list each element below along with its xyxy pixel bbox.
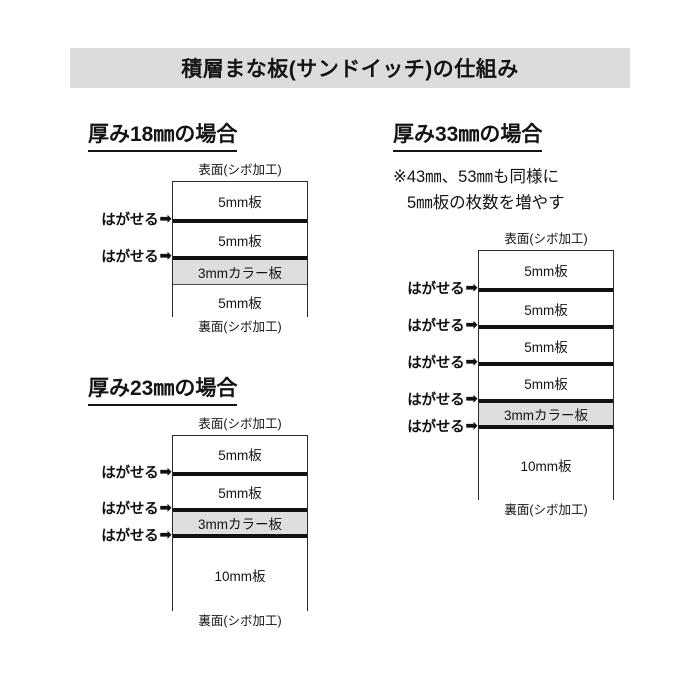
- layer-label: 3mmカラー板: [198, 517, 282, 532]
- layer-label: 5mm板: [524, 302, 568, 318]
- back-face-label-23: 裏面(シボ加工): [198, 614, 282, 628]
- peel-label: はがせる: [407, 392, 465, 409]
- layer-row: 5mm板: [173, 284, 307, 318]
- peel-label: はがせる: [101, 212, 159, 229]
- peel-label: はがせる: [101, 465, 159, 482]
- peel-marker: はがせる ➡: [407, 278, 478, 299]
- layer-row: 5mm板: [173, 472, 307, 508]
- peel-label: はがせる: [407, 281, 465, 298]
- back-face-label-33: 裏面(シボ加工): [504, 503, 588, 517]
- layer-label: 3mmカラー板: [504, 408, 588, 423]
- peel-label: はがせる: [407, 318, 465, 335]
- layer-label: 5mm板: [218, 233, 262, 249]
- right-arrow-icon: ➡: [465, 353, 478, 371]
- peel-marker: はがせる ➡: [101, 462, 172, 483]
- layer-label: 5mm板: [524, 339, 568, 355]
- layer-stack-23: 5mm板 5mm板 3mmカラー板 10mm板: [172, 435, 308, 612]
- peel-marker: はがせる ➡: [101, 209, 172, 230]
- layer-row: 5mm板: [479, 325, 613, 362]
- page-title-banner: 積層まな板(サンドイッチ)の仕組み: [70, 48, 630, 88]
- peel-label: はがせる: [101, 249, 159, 266]
- layer-row: 5mm板: [479, 362, 613, 399]
- layer-stack-18: 5mm板 5mm板 3mmカラー板 5mm板: [172, 181, 308, 318]
- back-face-label-18: 裏面(シボ加工): [198, 320, 282, 334]
- page-title: 積層まな板(サンドイッチ)の仕組み: [181, 58, 519, 81]
- peel-label: はがせる: [407, 419, 465, 436]
- layer-label: 5mm板: [218, 448, 262, 463]
- section-heading-thickness-33: 厚み33㎜の場合: [393, 118, 543, 152]
- front-face-label-18: 表面(シボ加工): [198, 163, 282, 177]
- layer-row: 5mm板: [479, 288, 613, 325]
- layer-label: 5mm板: [218, 486, 262, 501]
- layer-label: 10mm板: [214, 569, 266, 584]
- right-arrow-icon: ➡: [465, 417, 478, 435]
- peel-marker: はがせる ➡: [101, 525, 172, 546]
- layer-row-color: 3mmカラー板: [173, 508, 307, 534]
- peel-marker: はがせる ➡: [407, 389, 478, 410]
- layer-row: 10mm板: [479, 425, 613, 501]
- right-arrow-icon: ➡: [465, 390, 478, 408]
- peel-marker: はがせる ➡: [407, 416, 478, 437]
- layer-row: 5mm板: [173, 436, 307, 472]
- section-heading-thickness-18: 厚み18㎜の場合: [88, 118, 238, 152]
- layer-label: 10mm板: [520, 459, 572, 474]
- peel-marker: はがせる ➡: [101, 498, 172, 519]
- peel-label: はがせる: [101, 528, 159, 545]
- peel-marker: はがせる ➡: [101, 246, 172, 267]
- right-arrow-icon: ➡: [465, 279, 478, 297]
- peel-marker: はがせる ➡: [407, 352, 478, 373]
- right-arrow-icon: ➡: [159, 526, 172, 544]
- front-face-label-33: 表面(シボ加工): [504, 232, 588, 246]
- layer-row: 5mm板: [173, 219, 307, 256]
- front-face-label-23: 表面(シボ加工): [198, 417, 282, 431]
- layer-row: 10mm板: [173, 534, 307, 612]
- layer-row-color: 3mmカラー板: [479, 399, 613, 425]
- layer-row-color: 3mmカラー板: [173, 256, 307, 284]
- peel-label: はがせる: [101, 501, 159, 518]
- peel-label: はがせる: [407, 355, 465, 372]
- section-note-33: ※43㎜、53㎜も同様に 5㎜板の枚数を増やす: [393, 165, 565, 216]
- peel-marker: はがせる ➡: [407, 315, 478, 336]
- stack-diagram-23mm: 表面(シボ加工) 5mm板 5mm板 3mmカラー板 10mm板 裏面(シボ加工…: [172, 417, 308, 629]
- layer-label: 5mm板: [524, 263, 568, 279]
- layer-label: 5mm板: [218, 194, 262, 210]
- note-line-1: ※43㎜、53㎜も同様に: [393, 168, 560, 186]
- stack-diagram-18mm: 表面(シボ加工) 5mm板 5mm板 3mmカラー板 5mm板 裏面(シボ加工): [172, 163, 308, 335]
- stack-diagram-33mm: 表面(シボ加工) 5mm板 5mm板 5mm板 5mm板 3mmカラー板 10m…: [478, 232, 614, 518]
- layer-label: 5mm板: [218, 295, 262, 311]
- right-arrow-icon: ➡: [159, 210, 172, 228]
- layer-row: 5mm板: [173, 182, 307, 219]
- right-arrow-icon: ➡: [465, 316, 478, 334]
- note-line-2: 5㎜板の枚数を増やす: [407, 193, 565, 212]
- right-arrow-icon: ➡: [159, 463, 172, 481]
- layer-label: 5mm板: [524, 376, 568, 392]
- right-arrow-icon: ➡: [159, 499, 172, 517]
- layer-row: 5mm板: [479, 251, 613, 288]
- layer-label: 3mmカラー板: [198, 266, 282, 281]
- section-heading-thickness-23: 厚み23㎜の場合: [88, 372, 238, 406]
- right-arrow-icon: ➡: [159, 247, 172, 265]
- layer-stack-33: 5mm板 5mm板 5mm板 5mm板 3mmカラー板 10mm板: [478, 250, 614, 501]
